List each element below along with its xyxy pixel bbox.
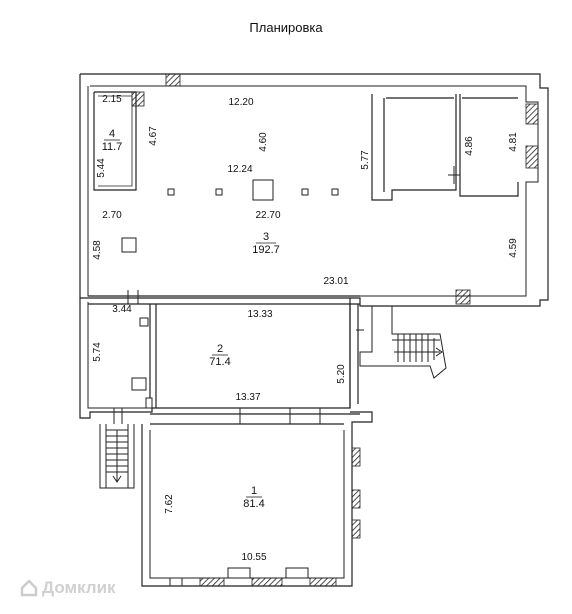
dim-2-15: 2.15 xyxy=(102,94,122,105)
house-logo-icon xyxy=(20,579,38,597)
dim-7-62: 7.62 xyxy=(164,494,175,514)
dim-2-70: 2.70 xyxy=(102,210,122,221)
room-1-number: 1 xyxy=(251,485,257,497)
fixtures xyxy=(113,317,153,424)
watermark-text: Домклик xyxy=(42,578,116,597)
dim-10-55: 10.55 xyxy=(241,552,266,563)
dim-5-44: 5.44 xyxy=(96,158,107,178)
outer-walls xyxy=(79,73,549,587)
dimension-labels: 2.15 12.20 12.24 2.70 22.70 23.01 3.44 1… xyxy=(92,94,519,563)
plan-title: Планировка xyxy=(249,20,323,35)
dim-4-86: 4.86 xyxy=(464,136,475,156)
dim-23-01: 23.01 xyxy=(323,276,348,287)
dim-3-44: 3.44 xyxy=(112,304,132,315)
dim-4-67: 4.67 xyxy=(148,126,159,146)
dim-13-33: 13.33 xyxy=(247,309,272,320)
room-4-area: 11.7 xyxy=(102,141,123,153)
room-3-number: 3 xyxy=(263,231,269,243)
room-4-number-text: 4 xyxy=(109,128,115,140)
room-1-area: 81.4 xyxy=(243,498,264,510)
dim-4-58: 4.58 xyxy=(92,240,103,260)
dim-5-74: 5.74 xyxy=(92,342,103,362)
hatched-walls xyxy=(131,73,539,587)
watermark: Домклик xyxy=(20,578,116,598)
doors xyxy=(127,166,460,424)
dim-22-70: 22.70 xyxy=(255,210,280,221)
stairs-left xyxy=(99,424,135,489)
dim-5-20: 5.20 xyxy=(336,364,347,384)
columns xyxy=(121,179,339,253)
dim-12-24: 12.24 xyxy=(227,164,252,175)
dim-12-20: 12.20 xyxy=(228,97,253,108)
room-3-area: 192.7 xyxy=(252,244,280,256)
room-labels: 4 11.7 3 192.7 2 71.4 1 81.4 xyxy=(102,128,280,510)
room-2-number: 2 xyxy=(217,343,223,355)
room-2-area: 71.4 xyxy=(209,356,230,368)
dim-4-81: 4.81 xyxy=(508,132,519,152)
windows xyxy=(169,567,309,586)
dim-13-37: 13.37 xyxy=(235,392,260,403)
dim-4-60: 4.60 xyxy=(258,132,269,152)
dim-4-59: 4.59 xyxy=(508,238,519,258)
dim-5-77: 5.77 xyxy=(360,150,371,170)
stairs-right xyxy=(359,306,447,379)
